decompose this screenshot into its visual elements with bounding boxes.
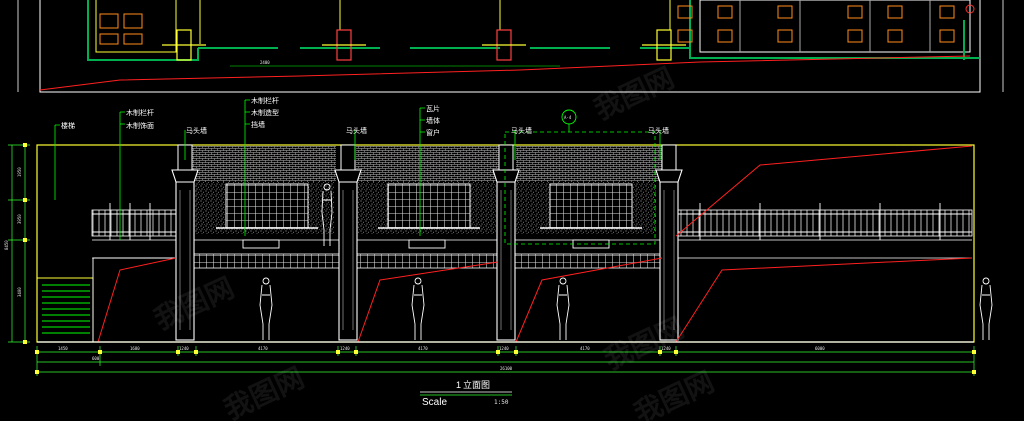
dim-bottom-10: 6000 — [815, 346, 825, 351]
elevation: 楼梯 木制栏杆 木制饰面 木制栏杆 木制造型 挡墙 马头墙 马头墙 瓦片 墙体 … — [4, 61, 993, 421]
leader-lines — [54, 99, 661, 240]
title-name: 立面图 — [463, 379, 490, 390]
upper-wall-2 — [356, 146, 502, 182]
title-number: 1 — [456, 380, 461, 390]
annotation-labels: 楼梯 木制栏杆 木制饰面 木制栏杆 木制造型 挡墙 马头墙 马头墙 瓦片 墙体 … — [61, 96, 669, 137]
railing-right-rails — [676, 203, 972, 240]
label-stairs: 楼梯 — [61, 121, 75, 130]
dim-bottom-2: 1680 — [130, 346, 140, 351]
dim-total: 26100 — [500, 366, 513, 371]
dim-bottom-4: 4170 — [258, 346, 268, 351]
label-wood-railing: 木制栏杆 — [126, 108, 154, 117]
watermark-1: 我图网 — [589, 61, 679, 126]
plan-tables-left — [99, 13, 143, 45]
dim-left-total: 8450 — [4, 240, 9, 250]
plan-dining-room — [677, 0, 975, 60]
label-wood-railing-2: 木制栏杆 — [251, 96, 279, 105]
dim-bottom-8: 4170 — [580, 346, 590, 351]
label-horse-wall-4: 马头墙 — [648, 126, 669, 135]
plan-inner-lines — [95, 0, 671, 53]
watermark-5: 我图网 — [629, 365, 719, 421]
railing-left-rails — [92, 203, 178, 240]
label-wall-body: 墙体 — [426, 116, 440, 125]
plan-columns — [162, 29, 686, 61]
upper-wall-3 — [516, 146, 666, 182]
figure-2 — [259, 277, 273, 340]
planters — [242, 239, 610, 249]
label-wall-face: 挡墙 — [251, 120, 265, 129]
dim-bottom-6: 4170 — [418, 346, 428, 351]
dimensions-left: 1950 3950 3400 8450 — [4, 143, 30, 344]
stairs-block — [36, 257, 178, 343]
dimensions-bottom: 1450 1680 1240 4170 1240 4170 1240 4170 … — [35, 346, 976, 376]
drawing-title-block: 1 立面图 Scale 1:50 — [420, 379, 512, 408]
human-figures — [259, 183, 993, 340]
label-horse-wall-1: 马头墙 — [186, 126, 207, 135]
dim-left-2: 3950 — [17, 214, 22, 224]
dim-bottom-5: 1240 — [340, 346, 350, 351]
dim-left-3: 3400 — [17, 287, 22, 297]
plan-section-line — [39, 55, 971, 91]
plan-dim-text: 2400 — [260, 60, 270, 65]
plan-walls — [87, 0, 980, 61]
dim-bottom-1: 1450 — [58, 346, 68, 351]
label-horse-wall-3: 马头墙 — [511, 126, 532, 135]
label-wood-carving: 木制造型 — [251, 108, 279, 117]
watermark-3: 我图网 — [599, 311, 689, 376]
label-horse-wall-2: 马头墙 — [346, 126, 367, 135]
section-lines — [97, 145, 973, 343]
dim-bottom-9: 1240 — [661, 346, 671, 351]
detail-callout-box — [504, 131, 656, 245]
label-wood-decor: 木制饰面 — [126, 121, 154, 130]
watermark-4: 我图网 — [219, 361, 309, 421]
floor-plan-fragment: 2400 — [17, 0, 1004, 93]
plan-frame-left — [39, 0, 981, 93]
dim-left-1: 1950 — [17, 167, 22, 177]
upper-wall-1 — [186, 146, 336, 182]
figure-4 — [556, 277, 570, 340]
dim-left-small: 600 — [92, 356, 100, 361]
dim-bottom-3: 1240 — [179, 346, 189, 351]
label-roof-tile: 瓦片 — [426, 104, 440, 113]
eave-band — [185, 253, 671, 269]
figure-1 — [321, 183, 333, 246]
label-detail-ref: A-4 — [564, 115, 572, 120]
figure-3 — [411, 277, 425, 340]
dim-bottom-7: 1240 — [499, 346, 509, 351]
plan-frame-inner — [17, 0, 1004, 92]
windows — [225, 183, 633, 229]
label-window: 窗户 — [426, 128, 440, 137]
pillar-caps — [177, 144, 677, 171]
figure-5 — [979, 277, 993, 340]
scale-label: Scale — [422, 397, 447, 408]
scale-value: 1:50 — [494, 399, 509, 406]
